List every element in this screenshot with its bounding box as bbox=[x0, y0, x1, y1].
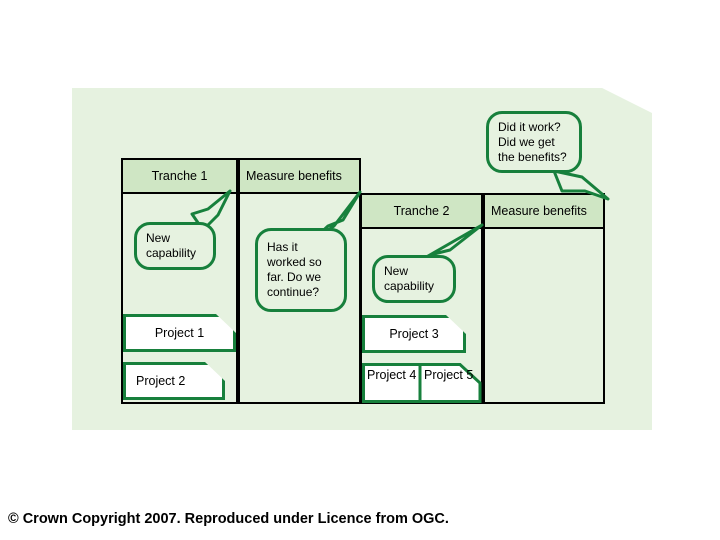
tranche-1-measure-cell[interactable]: Measure benefits bbox=[238, 158, 361, 194]
tranche-1-review-bubble[interactable]: Has it worked so far. Do we continue? bbox=[255, 228, 347, 312]
tranche-2-capability-text: New capability bbox=[384, 264, 435, 293]
project-box-1[interactable]: Project 1 bbox=[123, 314, 236, 352]
tranche-2-capability-bubble[interactable]: New capability bbox=[372, 255, 456, 303]
tranche-1-capability-text: New capability bbox=[146, 231, 197, 260]
tranche-2-measure-cell[interactable]: Measure benefits bbox=[483, 193, 605, 229]
tranche-1-capability-bubble[interactable]: New capability bbox=[134, 222, 216, 270]
tranche-1-title-label: Tranche 1 bbox=[151, 169, 208, 183]
project-box-5-label-wrap[interactable]: Project 5 bbox=[424, 368, 474, 383]
tranche-2-title-cell[interactable]: Tranche 2 bbox=[360, 193, 483, 229]
tranche-1-block: Tranche 1 Measure benefits bbox=[121, 158, 361, 404]
tranche-2-measure-column bbox=[483, 229, 605, 404]
outcome-bubble-line3: the benefits? bbox=[498, 149, 567, 164]
project-box-2-label: Project 2 bbox=[136, 374, 186, 388]
tranche-1-title-cell[interactable]: Tranche 1 bbox=[121, 158, 238, 194]
tranche-1-capability-column bbox=[121, 194, 238, 404]
project-box-4-label: Project 4 bbox=[367, 368, 417, 382]
copyright-notice: © Crown Copyright 2007. Reproduced under… bbox=[8, 511, 449, 527]
project-box-5-label: Project 5 bbox=[424, 368, 474, 382]
tranche-2-title-label: Tranche 2 bbox=[393, 204, 450, 218]
outcome-bubble-line1: Did it work? bbox=[498, 119, 561, 134]
tranche-1-review-text: Has it worked so far. Do we continue? bbox=[267, 240, 322, 299]
tranche-1-measure-label: Measure benefits bbox=[246, 169, 342, 183]
tranche-2-header-row: Tranche 2 Measure benefits bbox=[360, 193, 605, 229]
project-box-3-label: Project 3 bbox=[389, 327, 439, 341]
project-box-4-label-wrap[interactable]: Project 4 bbox=[367, 368, 417, 383]
tranche-1-header-row: Tranche 1 Measure benefits bbox=[121, 158, 361, 194]
project-box-3[interactable]: Project 3 bbox=[362, 315, 466, 353]
tranche-2-block: Tranche 2 Measure benefits bbox=[360, 193, 605, 404]
outcome-bubble[interactable]: Did it work? Did we get the benefits? bbox=[486, 111, 582, 173]
project-box-2[interactable]: Project 2 bbox=[123, 362, 225, 400]
outcome-bubble-line2: Did we get bbox=[498, 134, 555, 149]
project-box-1-label: Project 1 bbox=[154, 326, 205, 340]
tranche-2-measure-label: Measure benefits bbox=[491, 204, 587, 218]
project-4-5-group bbox=[362, 363, 482, 403]
